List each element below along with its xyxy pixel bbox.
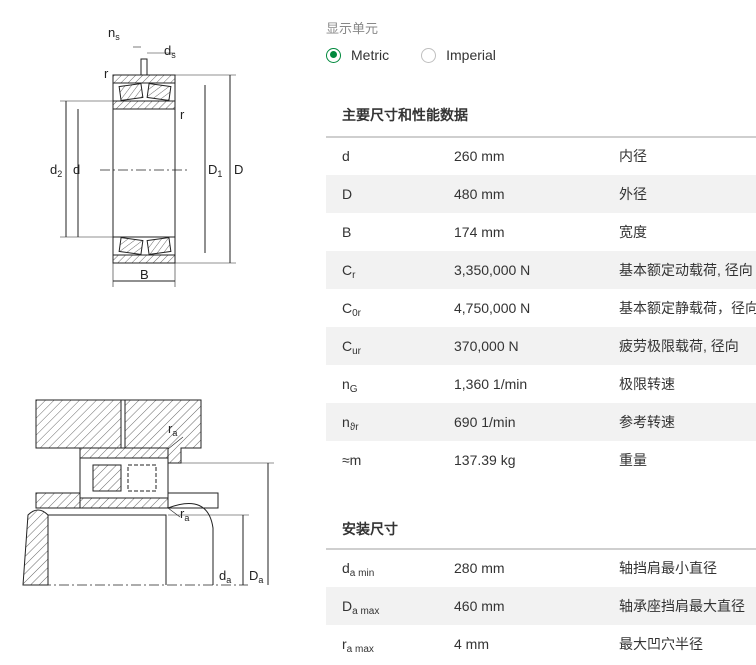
- table-row: Cr 3,350,000 N 基本额定动载荷, 径向: [326, 251, 756, 289]
- row-symbol-subscript: a min: [349, 568, 375, 579]
- row-value: 480 mm: [454, 186, 505, 202]
- radio-metric[interactable]: Metric: [326, 47, 389, 63]
- row-value: 137.39 kg: [454, 452, 516, 468]
- row-value: 460 mm: [454, 598, 505, 614]
- label-ns: ns: [108, 25, 120, 42]
- main-dimensions-divider: [326, 136, 756, 138]
- label-Da: Da: [249, 568, 263, 585]
- row-description: 外径: [619, 186, 647, 202]
- row-symbol-subscript: ur: [352, 346, 362, 357]
- row-value: 1,360 1/min: [454, 376, 528, 392]
- label-B: B: [140, 267, 149, 282]
- table-row: d 260 mm 内径: [326, 137, 756, 175]
- main-dimensions-table: d 260 mm 内径 D 480 mm 外径 B 174 mm 宽度 Cr 3,350,000 N…: [326, 137, 756, 479]
- row-value: 4,750,000 N: [454, 300, 531, 316]
- label-ra-bottom: ra: [180, 506, 189, 523]
- row-symbol: d: [342, 137, 350, 175]
- mounting-dimensions-table: da min 280 mm 轴挡肩最小直径 Da max 460 mm 轴承座挡肩最大直径…: [326, 549, 756, 663]
- row-description: 参考转速: [619, 414, 675, 430]
- row-symbol: Da max: [342, 587, 379, 625]
- table-row: ≈m 137.39 kg 重量: [326, 441, 756, 479]
- unit-radio-group: Metric Imperial: [326, 44, 528, 66]
- row-symbol: C0r: [342, 289, 361, 327]
- row-symbol-main: C: [342, 300, 353, 316]
- table-row: da min 280 mm 轴挡肩最小直径: [326, 549, 756, 587]
- row-description: 内径: [619, 148, 647, 164]
- row-description: 重量: [619, 452, 647, 468]
- row-value: 174 mm: [454, 224, 505, 240]
- table-row: ra max 4 mm 最大凹穴半径: [326, 625, 756, 663]
- row-symbol-subscript: ϑr: [349, 422, 359, 433]
- row-description: 极限转速: [619, 376, 675, 392]
- label-d2: d2: [50, 162, 62, 179]
- table-row: nG 1,360 1/min 极限转速: [326, 365, 756, 403]
- row-symbol-main: n: [342, 376, 350, 392]
- row-value: 690 1/min: [454, 414, 516, 430]
- row-symbol-main: C: [342, 338, 353, 354]
- row-symbol-main: D: [342, 598, 353, 614]
- label-D1: D1: [208, 162, 222, 179]
- label-r-top: r: [104, 66, 109, 81]
- table-row: Cur 370,000 N 疲劳极限载荷, 径向: [326, 327, 756, 365]
- row-symbol: nG: [342, 365, 358, 403]
- radio-metric-indicator[interactable]: [326, 47, 341, 63]
- label-da: da: [219, 568, 231, 585]
- row-symbol: Cur: [342, 327, 361, 365]
- radio-metric-label: Metric: [351, 47, 390, 63]
- mounting-diagram: ra ra da Da: [22, 399, 274, 586]
- table-row: C0r 4,750,000 N 基本额定静载荷，径向: [326, 289, 756, 327]
- row-symbol-subscript: r: [352, 270, 356, 281]
- unit-selector-label: 显示单元: [326, 21, 379, 36]
- row-value: 260 mm: [454, 148, 505, 164]
- row-value: 3,350,000 N: [454, 262, 531, 278]
- row-description: 轴挡肩最小直径: [619, 560, 717, 576]
- row-symbol-main: d: [342, 148, 350, 164]
- label-ds: ds: [164, 43, 176, 60]
- bearing-section-diagram: ns ds r r d2 d D1 D B: [50, 25, 243, 287]
- row-symbol-subscript: 0r: [352, 308, 362, 319]
- row-value: 370,000 N: [454, 338, 519, 354]
- row-symbol: Cr: [342, 251, 355, 289]
- row-description: 疲劳极限载荷, 径向: [619, 338, 739, 354]
- label-ra-top: ra: [168, 421, 177, 438]
- label-d: d: [73, 162, 80, 177]
- radio-imperial-indicator[interactable]: [421, 47, 437, 63]
- row-symbol: da min: [342, 549, 374, 587]
- radio-imperial[interactable]: Imperial: [421, 47, 496, 63]
- row-symbol-subscript: G: [349, 384, 358, 395]
- row-symbol: nϑr: [342, 403, 359, 441]
- table-row: nϑr 690 1/min 参考转速: [326, 403, 756, 441]
- mounting-dimensions-divider: [326, 548, 756, 550]
- radio-imperial-label: Imperial: [446, 47, 496, 63]
- row-description: 轴承座挡肩最大直径: [619, 598, 745, 614]
- row-symbol: B: [342, 213, 351, 251]
- table-row: Da max 460 mm 轴承座挡肩最大直径: [326, 587, 756, 625]
- row-description: 基本额定静载荷，径向: [619, 300, 756, 316]
- table-row: B 174 mm 宽度: [326, 213, 756, 251]
- row-symbol-subscript: a max: [352, 606, 380, 617]
- row-symbol-main: ≈m: [342, 452, 362, 468]
- row-symbol: ra max: [342, 625, 374, 663]
- row-symbol: D: [342, 175, 352, 213]
- main-dimensions-title: 主要尺寸和性能数据: [342, 107, 468, 123]
- label-r-right: r: [180, 107, 185, 122]
- table-row: D 480 mm 外径: [326, 175, 756, 213]
- row-symbol-main: B: [342, 224, 352, 240]
- row-symbol-main: d: [342, 560, 350, 576]
- row-value: 4 mm: [454, 636, 489, 652]
- row-description: 最大凹穴半径: [619, 636, 703, 652]
- row-description: 基本额定动载荷, 径向: [619, 262, 753, 278]
- row-value: 280 mm: [454, 560, 505, 576]
- row-symbol-main: D: [342, 186, 353, 202]
- row-symbol-subscript: a max: [346, 644, 374, 655]
- row-description: 宽度: [619, 224, 647, 240]
- row-symbol: ≈m: [342, 441, 361, 479]
- row-symbol-main: n: [342, 414, 350, 430]
- row-symbol-main: C: [342, 262, 353, 278]
- mounting-dimensions-title: 安装尺寸: [342, 521, 398, 537]
- row-symbol-main: r: [342, 636, 347, 652]
- label-D: D: [234, 162, 243, 177]
